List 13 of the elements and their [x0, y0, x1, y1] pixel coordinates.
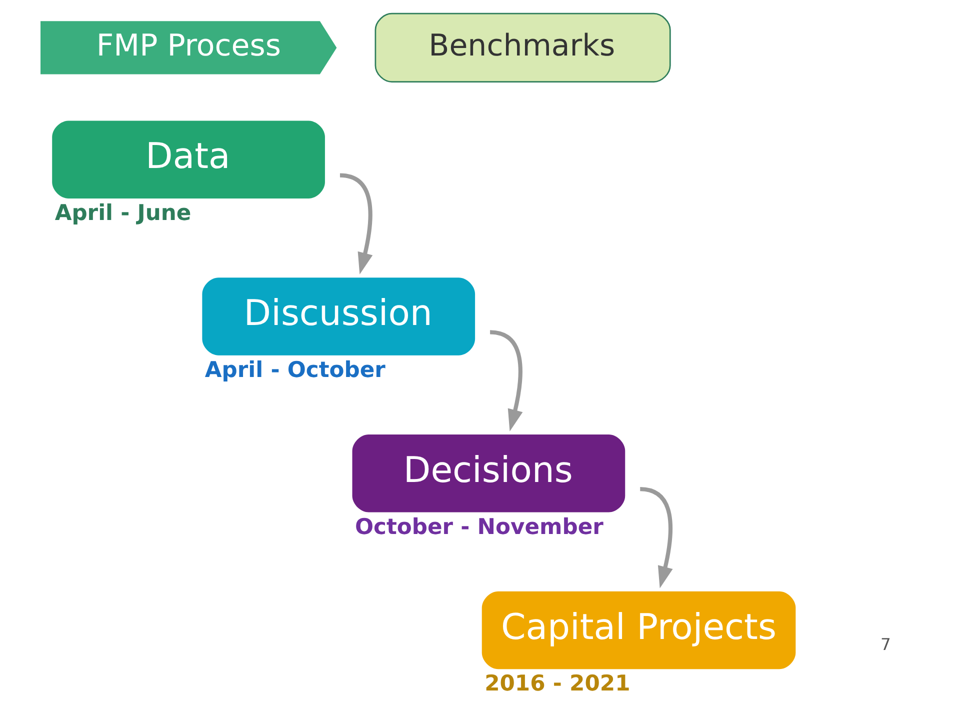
arrow	[489, 330, 522, 432]
label: 7	[880, 635, 890, 654]
node-label: April - October	[204, 358, 385, 383]
node-box: Discussion	[202, 278, 475, 356]
node-box: Benchmarks	[374, 12, 670, 82]
arrow	[339, 173, 372, 274]
node-box: Data	[52, 120, 324, 198]
node-label: 2016 - 2021	[484, 672, 630, 697]
node-label: April - June	[54, 201, 191, 226]
node-box: Decisions	[352, 434, 625, 512]
arrow	[639, 487, 672, 588]
node-box: Capital Projects	[481, 591, 796, 670]
node-label: October - November	[354, 514, 603, 540]
